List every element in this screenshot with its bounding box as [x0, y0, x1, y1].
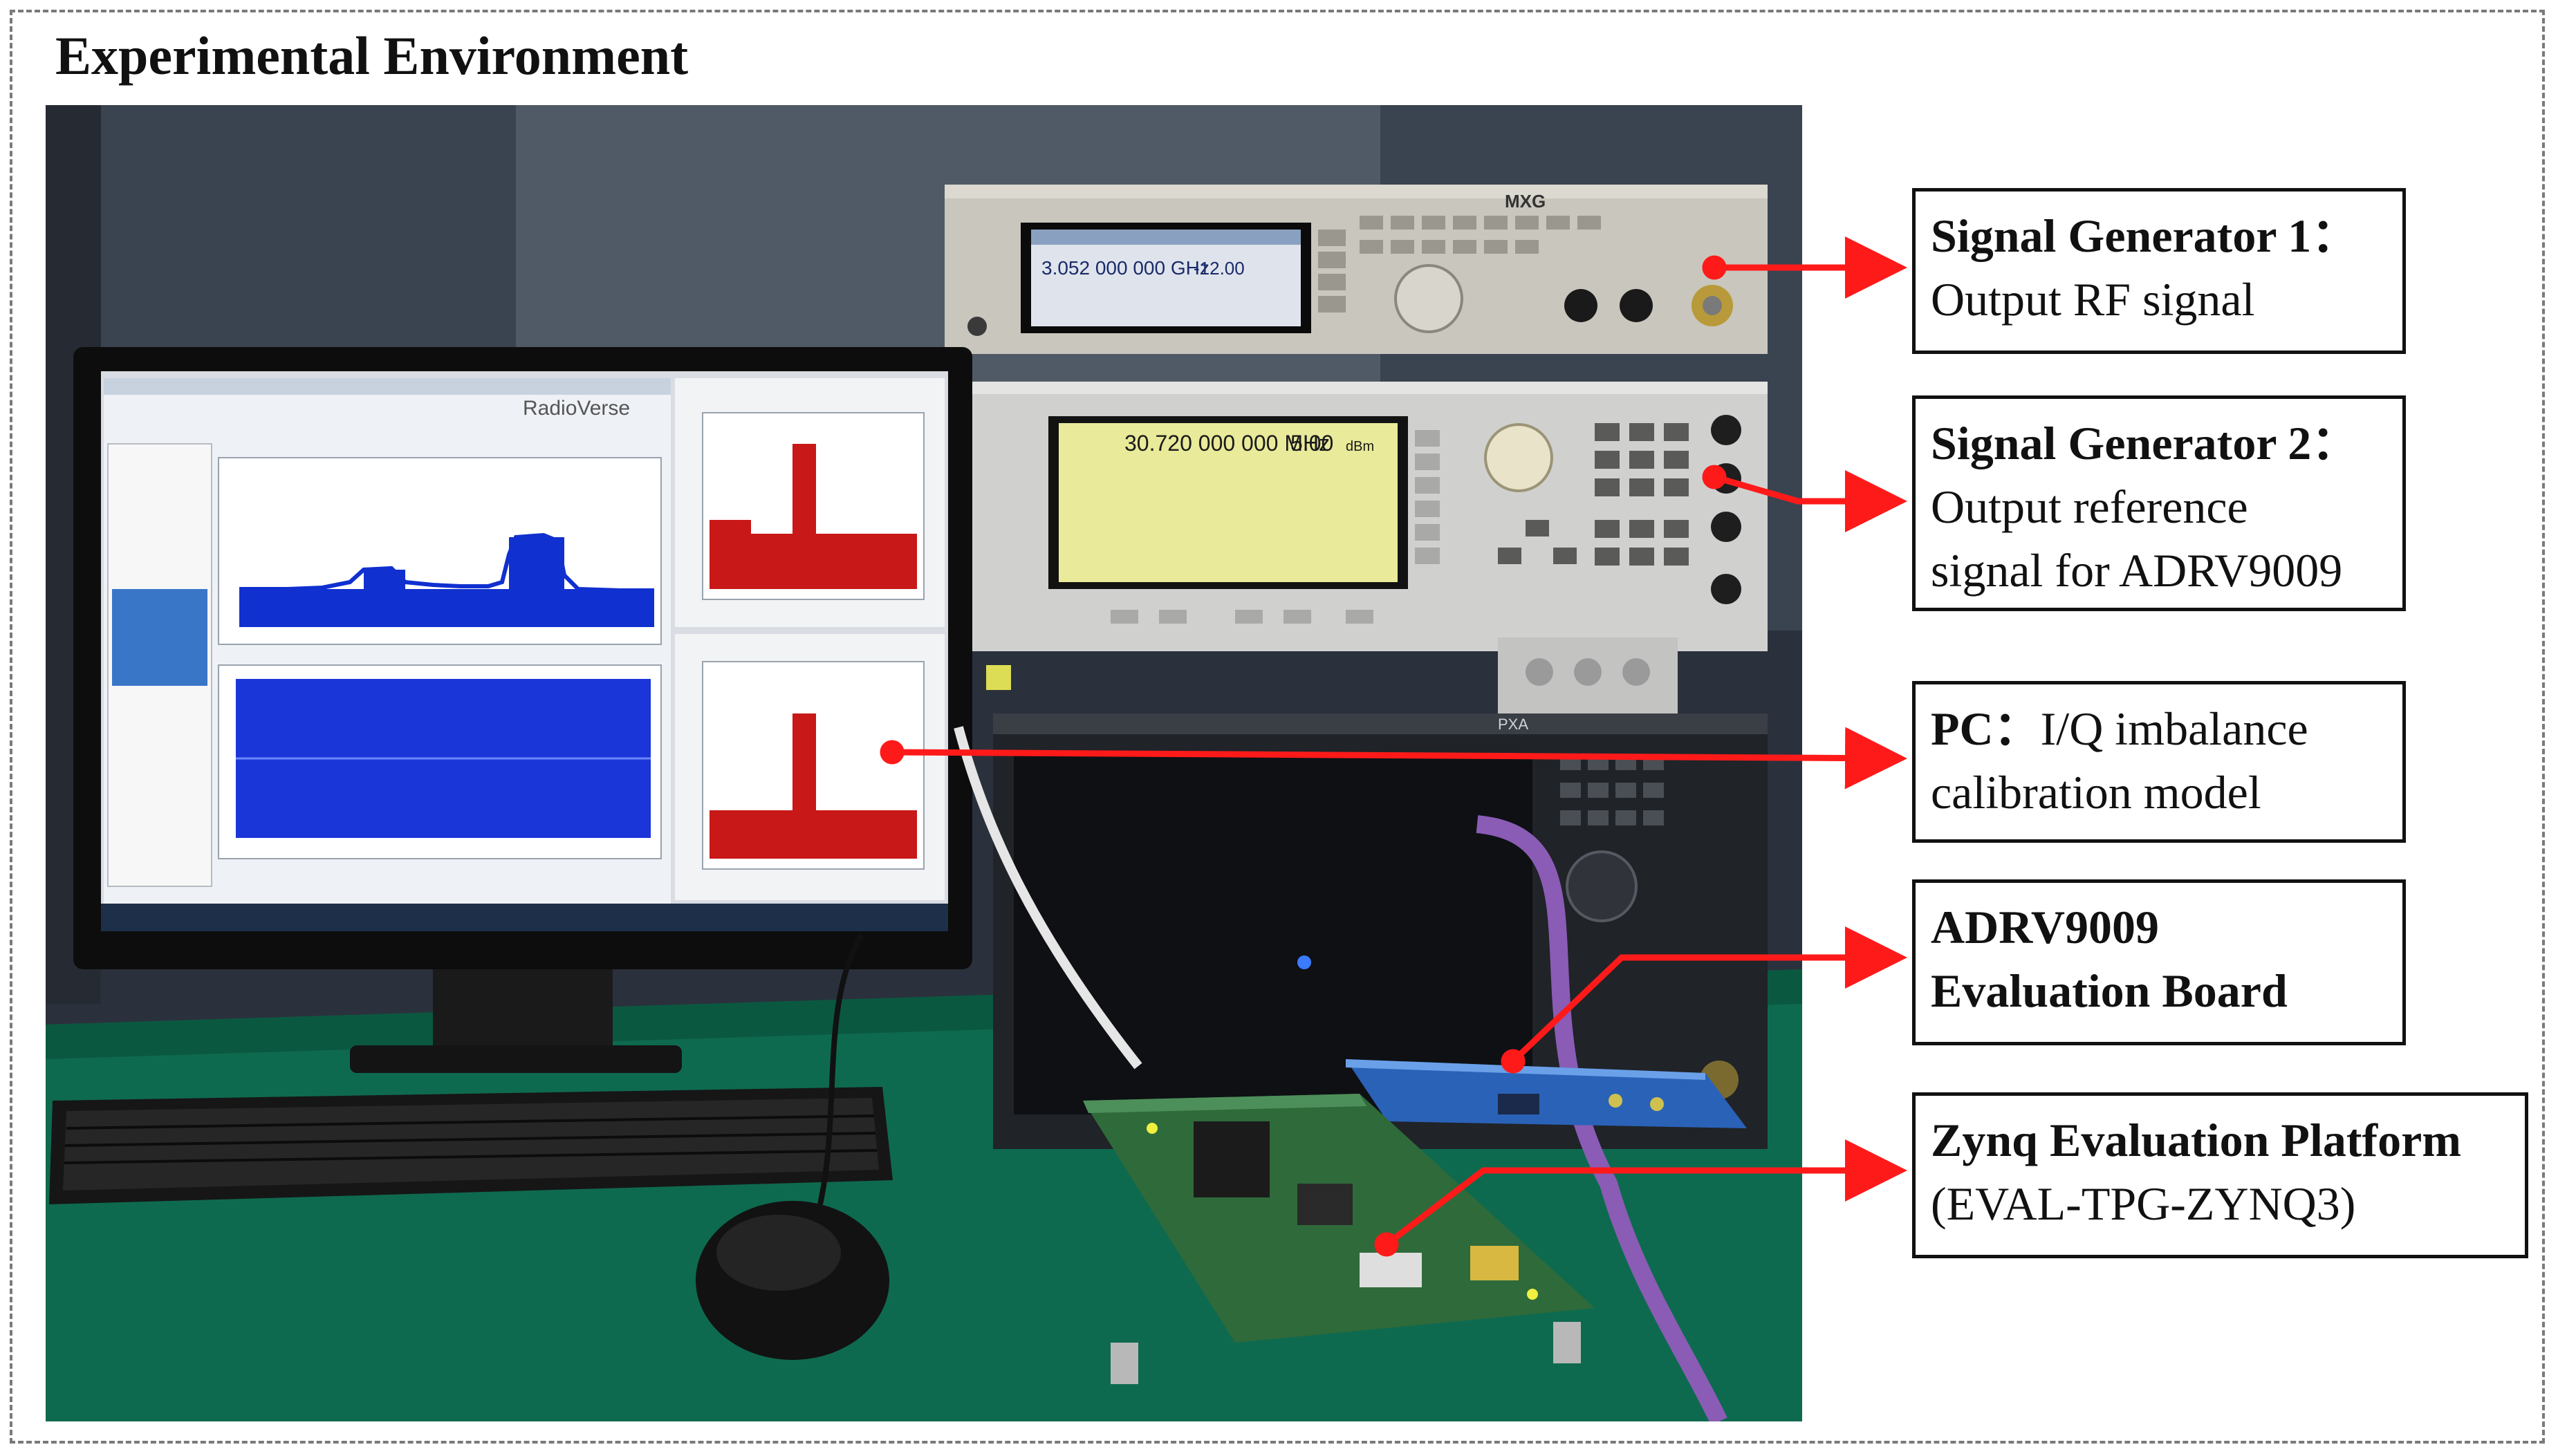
- sg2-amplitude-unit: dBm: [1346, 439, 1374, 454]
- label-pc-title: PC：: [1931, 702, 2041, 755]
- software-brand: RadioVerse: [523, 397, 630, 420]
- zynq-platform: [1083, 1094, 1595, 1384]
- keyboard: [49, 1087, 893, 1204]
- label-board-desc: Evaluation Board: [1931, 964, 2288, 1017]
- arrow-board: [1510, 926, 1907, 1064]
- figure-title: Experimental Environment: [55, 26, 689, 86]
- lab-setup-photo: 3.052 000 000 GHz -12.00 MXG: [46, 105, 1802, 1421]
- sg2-amplitude: 5.00: [1290, 431, 1333, 456]
- sg2-frequency: 30.720 000 000 MHz: [1124, 431, 1330, 456]
- arrow-sg2: [1713, 470, 1907, 532]
- adrv9009-board: [1346, 1059, 1747, 1128]
- mouse: [696, 933, 889, 1360]
- label-signal-generator-2: Signal Generator 2： Output reference sig…: [1912, 395, 2406, 611]
- arrow-zynq: [1384, 1139, 1907, 1247]
- label-pc-desc-2: calibration model: [1931, 766, 2261, 819]
- label-sg2-desc-1: Output reference: [1931, 480, 2248, 533]
- label-adrv9009-board: ADRV9009 Evaluation Board: [1912, 879, 2406, 1045]
- analyzer-label: PXA: [1498, 716, 1528, 733]
- sg1-brand-label: MXG: [1505, 191, 1546, 212]
- label-zynq-platform: Zynq Evaluation Platform (EVAL-TPG-ZYNQ3…: [1912, 1092, 2528, 1258]
- label-sg1-desc: Output RF signal: [1931, 273, 2255, 326]
- label-sg2-title: Signal Generator 2：: [1931, 417, 2359, 469]
- signal-generator-2: 30.720 000 000 MHz 5.00 dBm: [945, 382, 1768, 713]
- label-zynq-desc: (EVAL-TPG-ZYNQ3): [1931, 1177, 2356, 1230]
- usb-cable: [954, 726, 1142, 1070]
- label-pc: PC：I/Q imbalance calibration model: [1912, 681, 2406, 843]
- outer-dashed-frame: [10, 10, 2545, 1444]
- pc-monitor: RadioVerse: [73, 347, 972, 1073]
- label-pc-desc-1: I/Q imbalance: [2040, 702, 2308, 755]
- label-zynq-title: Zynq Evaluation Platform: [1931, 1114, 2461, 1166]
- purple-rf-cable: [1476, 815, 1727, 1421]
- signal-generator-1: 3.052 000 000 GHz -12.00 MXG: [945, 185, 1768, 354]
- sg1-power: -12.00: [1194, 258, 1245, 279]
- label-signal-generator-1: Signal Generator 1： Output RF signal: [1912, 188, 2406, 354]
- label-sg1-title: Signal Generator 1：: [1931, 209, 2359, 262]
- label-sg2-desc-2: signal for ADRV9009: [1931, 544, 2343, 597]
- sg1-frequency: 3.052 000 000 GHz: [1041, 257, 1210, 279]
- arrow-pc: [891, 727, 1907, 790]
- lab-photo-illustration: 3.052 000 000 GHz -12.00 MXG: [46, 105, 1802, 1421]
- label-board-title: ADRV9009: [1931, 901, 2160, 953]
